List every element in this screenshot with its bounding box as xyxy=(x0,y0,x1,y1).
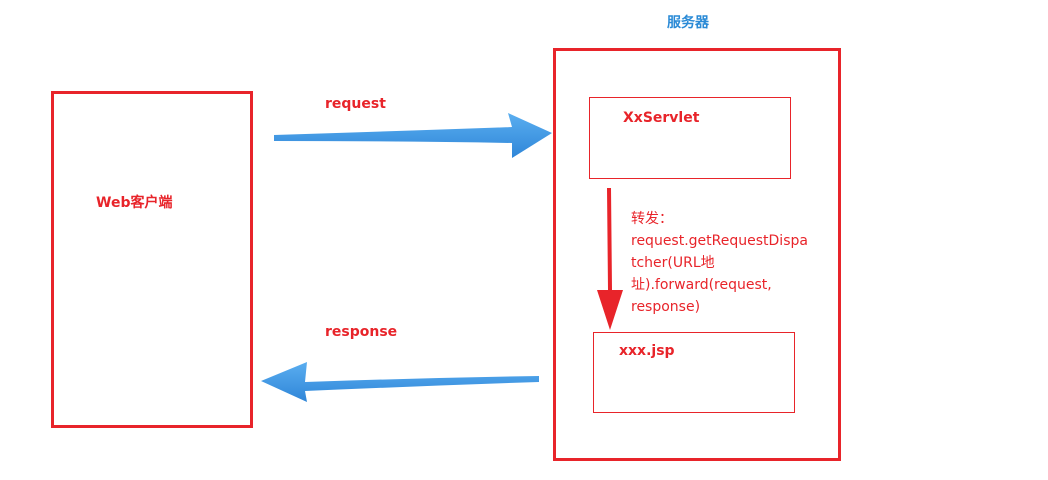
servlet-box xyxy=(589,97,791,179)
response-label: response xyxy=(325,324,398,340)
forward-note: 转发： request.getRequestDispa tcher(URL地 址… xyxy=(631,208,808,318)
forward-note-line: 址).forward(request, xyxy=(631,277,772,293)
forward-note-line: request.getRequestDispa xyxy=(631,233,808,249)
request-label: request xyxy=(325,96,386,112)
request-arrow xyxy=(274,113,552,158)
response-arrow xyxy=(261,362,539,402)
servlet-label: XxServlet xyxy=(623,110,700,126)
web-client-box xyxy=(51,91,253,428)
web-client-label: Web客户端 xyxy=(96,195,173,211)
forward-arrow xyxy=(597,188,623,330)
forward-note-line: tcher(URL地 xyxy=(631,255,715,271)
jsp-label: xxx.jsp xyxy=(619,343,675,359)
jsp-box xyxy=(593,332,795,413)
server-title: 服务器 xyxy=(667,15,709,31)
server-box xyxy=(553,48,841,461)
forward-note-line: 转发： xyxy=(631,211,673,227)
forward-note-line: response) xyxy=(631,299,701,315)
